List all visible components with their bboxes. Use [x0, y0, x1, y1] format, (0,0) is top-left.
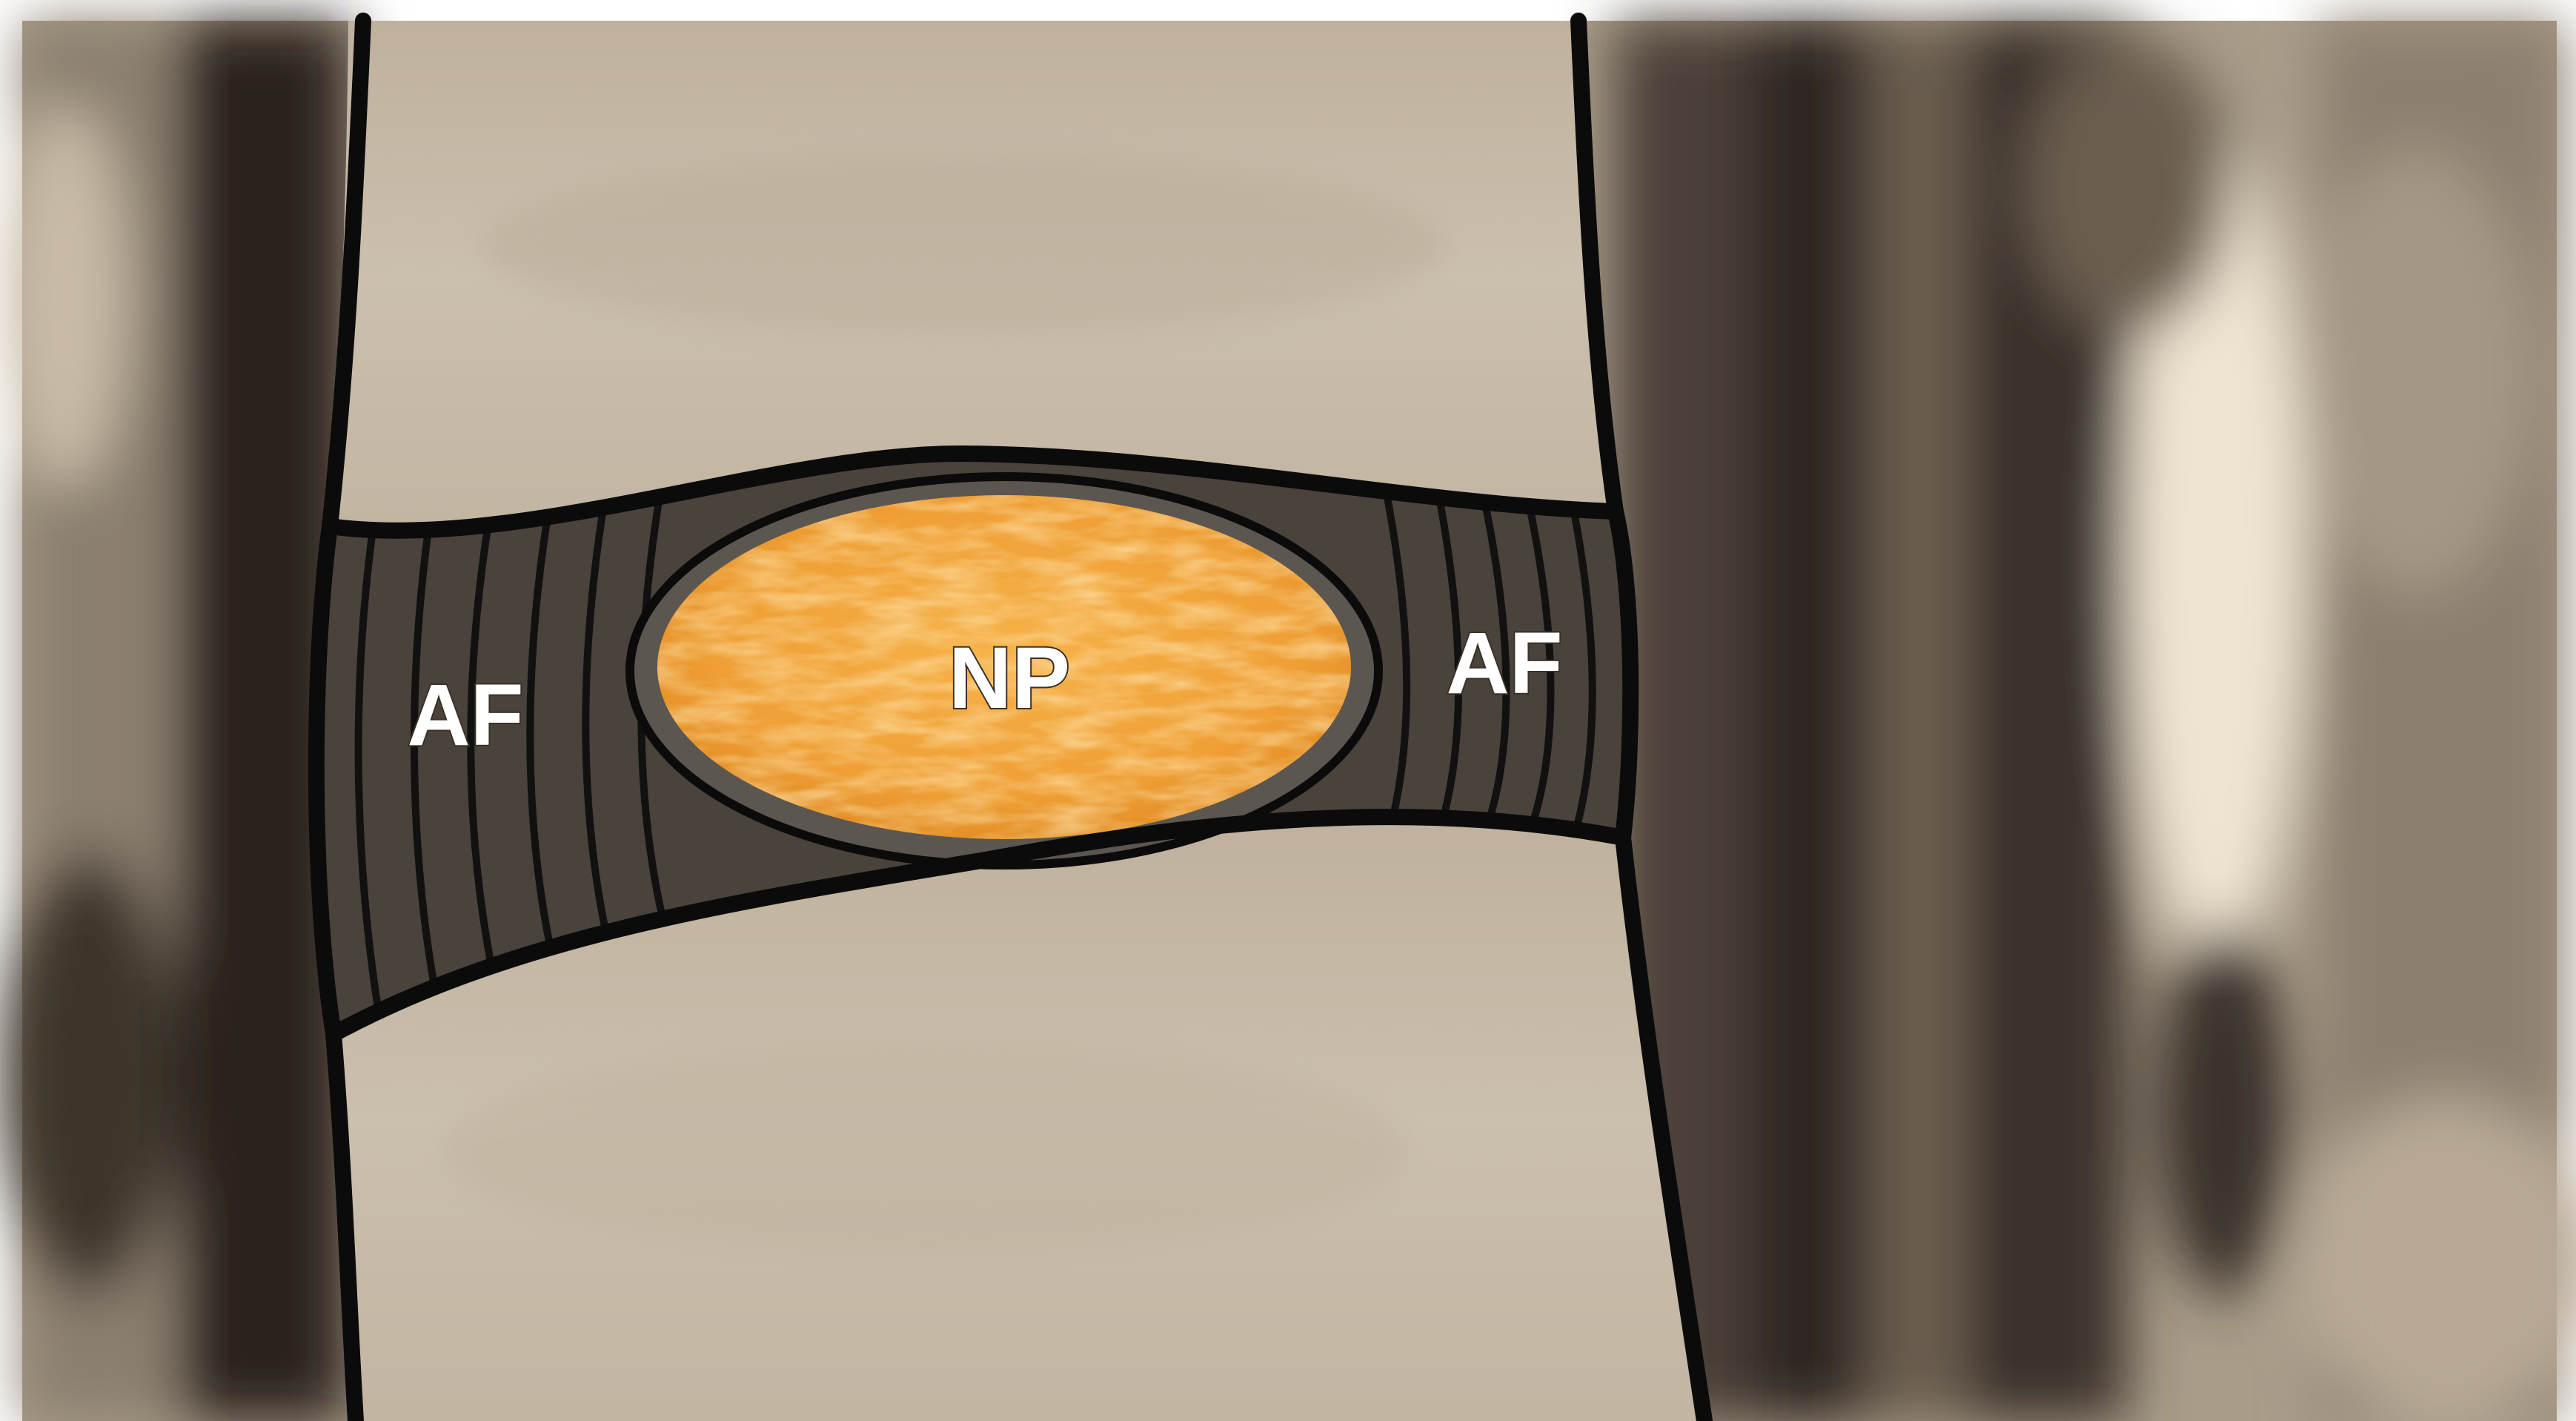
- nucleus-pulposus-label: NP: [949, 629, 1070, 727]
- annulus-fibrosus-label-right: AF: [1446, 615, 1562, 712]
- annulus-fibrosus-label-left: AF: [407, 666, 523, 764]
